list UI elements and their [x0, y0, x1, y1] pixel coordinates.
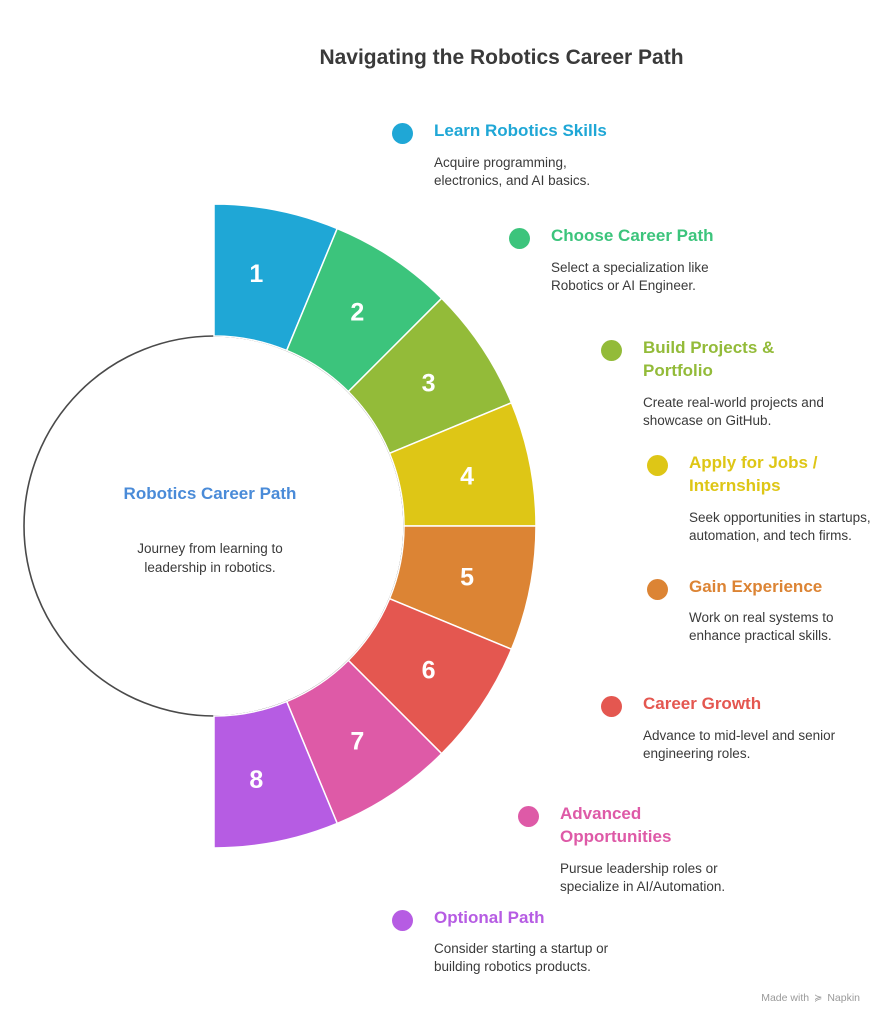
stage-title: Learn Robotics Skills — [434, 121, 607, 140]
made-with-napkin: Made with ≽ Napkin — [761, 992, 860, 1004]
ring-segment-8 — [213, 700, 339, 849]
napkin-logo-icon: ≽ — [814, 993, 823, 1004]
segment-number-2: 2 — [350, 298, 364, 326]
center-description: Journey from learning to leadership in r… — [137, 541, 283, 575]
page-title: Navigating the Robotics Career Path — [319, 46, 684, 69]
segment-number-7: 7 — [350, 728, 364, 756]
stage-description: Consider starting a startup or building … — [434, 941, 609, 974]
stage-description: Advance to mid-level and senior engineer… — [643, 728, 836, 761]
stage-dot-icon — [601, 340, 622, 361]
segment-number-6: 6 — [422, 656, 436, 684]
stage-dot-icon — [647, 579, 668, 600]
stage-dot-icon — [518, 806, 539, 827]
stage-title: Build Projects & Portfolio — [643, 338, 775, 380]
segment-number-1: 1 — [249, 260, 263, 288]
segment-number-8: 8 — [249, 766, 263, 794]
stage-dot-icon — [647, 455, 668, 476]
segment-number-3: 3 — [422, 370, 436, 398]
stage-title: Choose Career Path — [551, 226, 714, 245]
stage-dot-icon — [392, 123, 413, 144]
segment-number-4: 4 — [460, 463, 474, 491]
stage-title: Optional Path — [434, 908, 545, 927]
stage-description: Select a specialization like Robotics or… — [551, 260, 709, 293]
center-title: Robotics Career Path — [123, 484, 297, 503]
napkin-brand: Napkin — [827, 992, 860, 1004]
stage-title: Career Growth — [643, 694, 762, 713]
center-circle — [23, 335, 405, 717]
stage-description: Acquire programming, electronics, and AI… — [434, 155, 591, 188]
made-with-label: Made with — [761, 992, 810, 1004]
segment-number-5: 5 — [460, 563, 474, 591]
stage-dot-icon — [392, 910, 413, 931]
stage-title: Gain Experience — [689, 577, 823, 596]
stage-title: Apply for Jobs / Internships — [689, 453, 818, 495]
stage-description: Create real-world projects and showcase … — [643, 395, 824, 428]
stage-description: Work on real systems to enhance practica… — [689, 610, 834, 643]
stage-dot-icon — [509, 228, 530, 249]
stage-title: Advanced Opportunities — [560, 804, 672, 846]
stage-description: Seek opportunities in startups, automati… — [689, 510, 871, 543]
stage-dot-icon — [601, 696, 622, 717]
stage-description: Pursue leadership roles or specialize in… — [560, 861, 726, 894]
